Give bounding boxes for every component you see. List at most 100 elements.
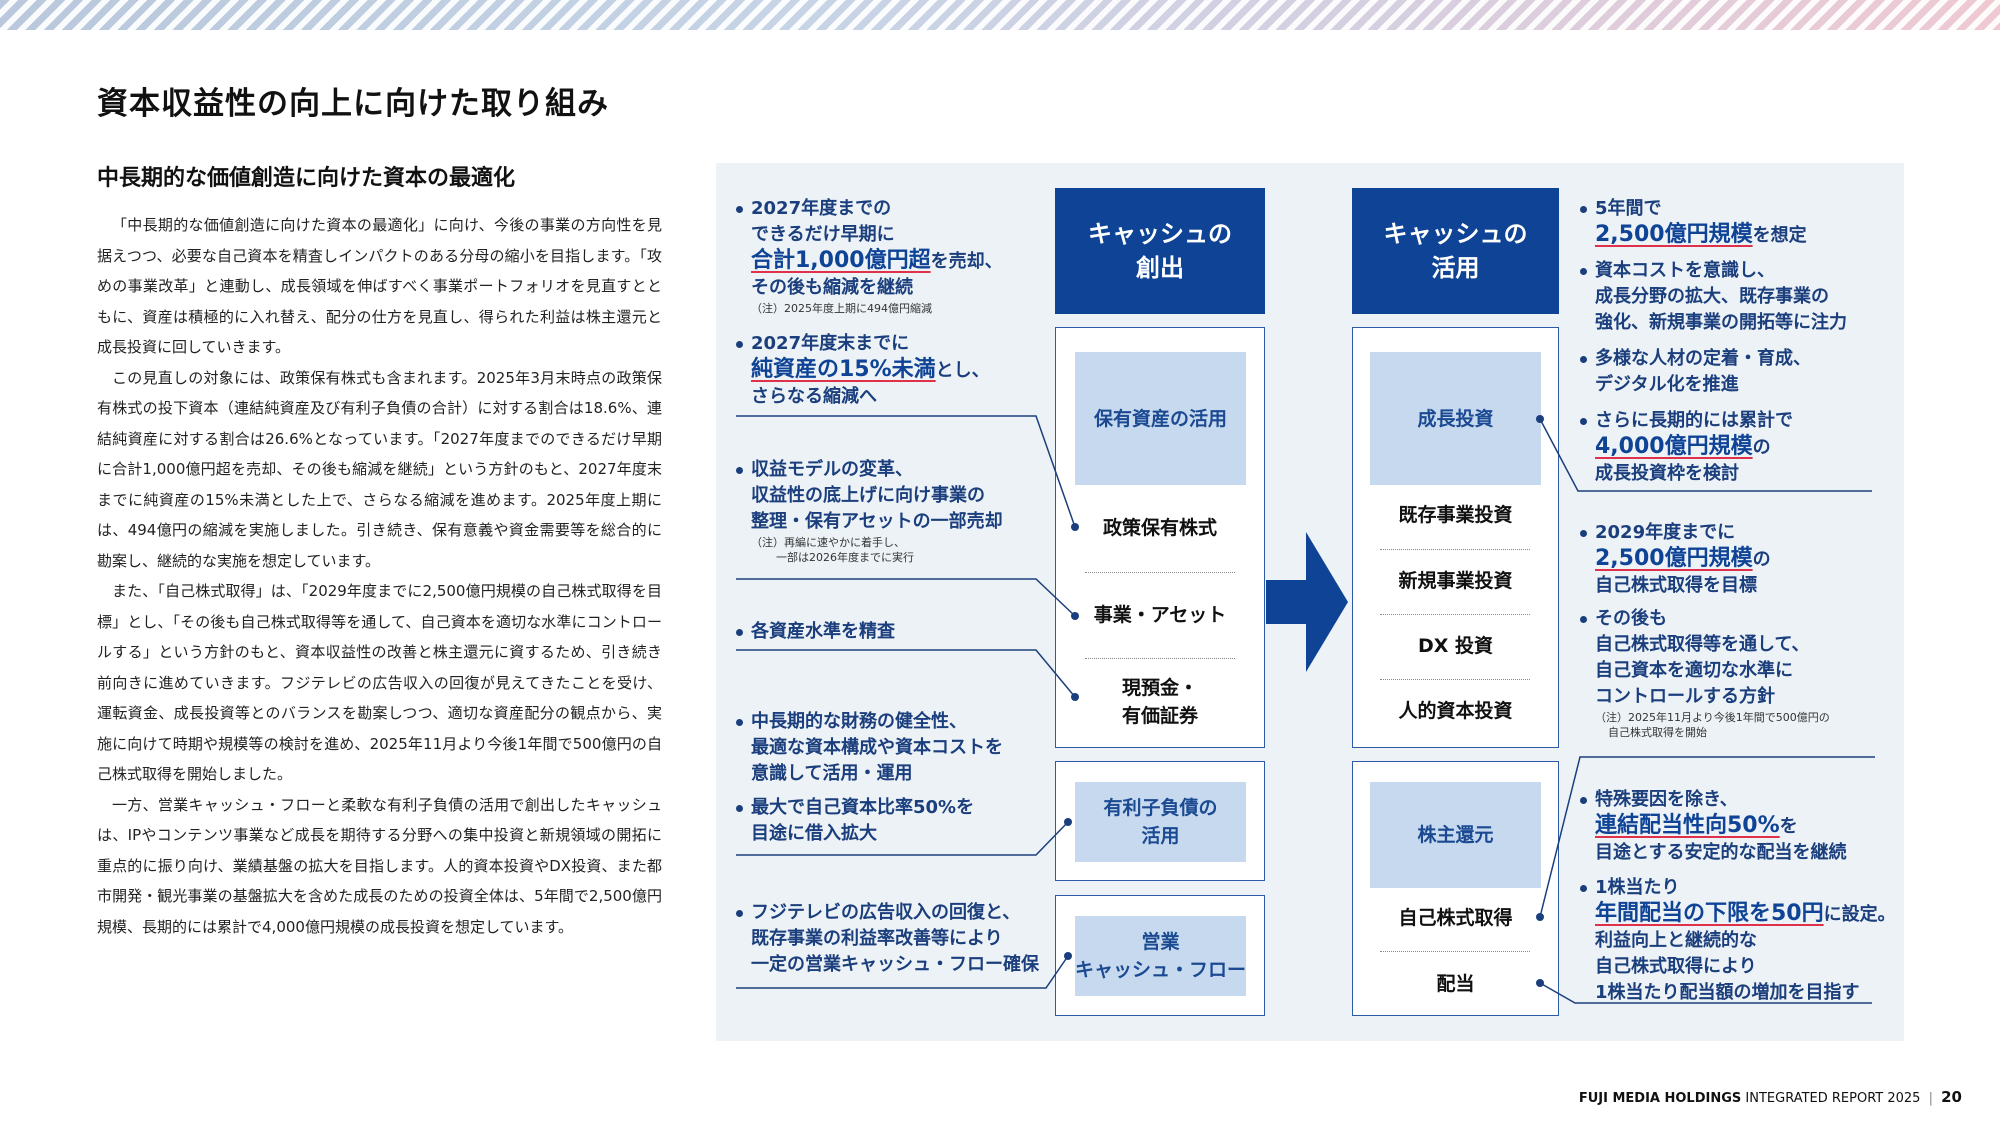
bullet-icon	[1580, 884, 1587, 892]
note-text: 利益向上と継続的な	[1595, 930, 1757, 951]
footer-separator: |	[1928, 1091, 1933, 1106]
right-note-1: 5年間で 2,500億円規模を想定	[1580, 196, 1890, 249]
note-text: の	[1752, 549, 1771, 570]
left-note-1: 2027年度までの できるだけ早期に 合計1,000億円超を売却、 その後も縮減…	[736, 196, 1036, 316]
note-text: コントロールする方針	[1595, 686, 1775, 707]
note-text: 多様な人材の定着・育成、	[1595, 348, 1811, 369]
arrow-right-icon	[1266, 532, 1348, 672]
dotted-divider	[1380, 614, 1530, 615]
right-note-2: 資本コストを意識し、 成長分野の拡大、既存事業の 強化、新規事業の開拓等に注力	[1580, 258, 1890, 336]
group-item: 配当	[1436, 973, 1475, 995]
note-text: 最適な資本構成や資本コストを	[751, 737, 1003, 758]
header-cash-usage: キャッシュの 活用	[1352, 188, 1559, 314]
left-note-2: 2027年度末までに 純資産の15%未満とし、 さらなる縮減へ	[736, 331, 1036, 410]
page-number: 20	[1941, 1088, 1962, 1106]
emphasis-value: 2,500億円規模	[1595, 222, 1753, 247]
dotted-divider	[1380, 679, 1530, 680]
bullet-icon	[1580, 267, 1587, 275]
report-name: INTEGRATED REPORT 2025	[1745, 1091, 1921, 1106]
note-text: 一定の営業キャッシュ・フロー確保	[751, 954, 1039, 975]
right-note-4: さらに長期的には累計で 4,000億円規模の 成長投資枠を検討	[1580, 408, 1890, 487]
bullet-icon	[736, 466, 743, 474]
bullet-icon	[736, 804, 743, 812]
note-text: 1株当たり配当額の増加を目指す	[1595, 982, 1860, 1003]
note-text: 資本コストを意識し、	[1595, 260, 1775, 281]
note-text: 成長投資枠を検討	[1595, 463, 1739, 484]
note-text: 自己株式取得を目標	[1595, 575, 1757, 596]
dotted-divider	[1380, 549, 1530, 550]
note-text: を	[1779, 816, 1798, 837]
bullet-icon	[736, 340, 743, 348]
emphasis-value: 連結配当性向50%	[1595, 813, 1780, 838]
note-text: 2027年度末までに	[751, 333, 910, 354]
group-item: DX 投資	[1417, 635, 1494, 657]
group-item: 人的資本投資	[1398, 700, 1513, 722]
note-text: とし、	[935, 360, 990, 381]
emphasis-value: 年間配当の下限を50円	[1595, 901, 1824, 926]
shareholder-return-label: 株主還元	[1370, 782, 1541, 888]
paragraph: 一方、営業キャッシュ・フローと柔軟な有利子負債の活用で創出したキャッシュは、IP…	[97, 795, 662, 936]
left-note-5: 中長期的な財務の健全性、 最適な資本構成や資本コストを 意識して活用・運用	[736, 709, 1046, 787]
debt-utilization-label: 有利子負債の 活用	[1075, 782, 1246, 862]
right-note-3: 多様な人材の定着・育成、 デジタル化を推進	[1580, 346, 1890, 398]
note-text: 5年間で	[1595, 198, 1662, 219]
left-note-7: フジテレビの広告収入の回復と、 既存事業の利益率改善等により 一定の営業キャッシ…	[736, 900, 1056, 978]
note-text: 目途に借入拡大	[751, 823, 877, 844]
bullet-icon	[1580, 796, 1587, 804]
bullet-icon	[736, 205, 743, 213]
note-text: 収益性の底上げに向け事業の	[751, 485, 985, 506]
note-text: さらに長期的には累計で	[1595, 410, 1793, 431]
note-text: 自己株式取得等を通して、	[1595, 634, 1810, 655]
note-text: 既存事業の利益率改善等により	[751, 928, 1003, 949]
note-text: の	[1752, 437, 1771, 458]
note-text: 2029年度までに	[1595, 522, 1736, 543]
dotted-divider	[1380, 951, 1530, 952]
note-text: 強化、新規事業の開拓等に注力	[1595, 312, 1847, 333]
header-cash-creation: キャッシュの 創出	[1055, 188, 1265, 314]
bullet-icon	[1580, 615, 1587, 623]
note-text: を売却、	[930, 251, 1003, 272]
note-text: 1株当たり	[1595, 877, 1680, 898]
footnote: 一部は2026年度までに実行	[776, 551, 914, 564]
note-text: さらなる縮減へ	[751, 386, 877, 407]
note-text: 意識して活用・運用	[751, 763, 913, 784]
right-note-7: 特殊要因を除き、 連結配当性向50%を 目途とする安定的な配当を継続	[1580, 787, 1900, 866]
dotted-divider	[1085, 572, 1235, 573]
note-text: その後も縮減を継続	[751, 277, 913, 298]
right-note-8: 1株当たり 年間配当の下限を50円に設定。 利益向上と継続的な 自己株式取得によ…	[1580, 875, 1910, 1006]
note-text: 2027年度までの	[751, 198, 892, 219]
note-text: に設定。	[1823, 904, 1896, 925]
section-subtitle: 中長期的な価値創造に向けた資本の最適化	[97, 166, 516, 191]
bullet-icon	[1580, 417, 1587, 425]
company-name: FUJI MEDIA HOLDINGS	[1578, 1091, 1742, 1106]
right-note-6: その後も 自己株式取得等を通して、 自己資本を適切な水準に コントロールする方針…	[1580, 606, 1900, 740]
footnote: （注）2025年度上期に494億円縮減	[751, 302, 932, 315]
group-item: 政策保有株式	[1102, 517, 1217, 539]
note-text: できるだけ早期に	[751, 224, 895, 245]
emphasis-value: 2,500億円規模	[1595, 546, 1753, 571]
note-text: デジタル化を推進	[1595, 374, 1739, 395]
asset-utilization-label: 保有資産の活用	[1075, 352, 1246, 485]
paragraph: また、「自己株式取得」は、「2029年度までに2,500億円規模の自己株式取得を…	[97, 582, 662, 783]
bullet-icon	[736, 718, 743, 726]
bullet-icon	[1580, 205, 1587, 213]
note-text: 整理・保有アセットの一部売却	[751, 511, 1003, 532]
group-item: 現預金・ 有価証券	[1121, 677, 1198, 727]
page-title: 資本収益性の向上に向けた取り組み	[97, 86, 609, 122]
note-text: を想定	[1752, 225, 1807, 246]
footnote: （注）再編に速やかに着手し、	[751, 536, 905, 549]
group-item: 自己株式取得	[1398, 907, 1513, 929]
paragraph: この見直しの対象には、政策保有株式も含まれます。2025年3月末時点の政策保有株…	[97, 368, 662, 570]
group-item: 新規事業投資	[1398, 570, 1513, 592]
note-text: フジテレビの広告収入の回復と、	[751, 902, 1021, 923]
note-text: 自己資本を適切な水準に	[1595, 660, 1793, 681]
growth-investment-label: 成長投資	[1370, 352, 1541, 485]
paragraph: 「中長期的な価値創造に向けた資本の最適化」に向け、今後の事業の方向性を見据えつつ…	[97, 216, 662, 356]
dotted-divider	[1085, 658, 1235, 659]
note-text: 各資産水準を精査	[751, 621, 895, 642]
bullet-icon	[736, 909, 743, 917]
group-item: 事業・アセット	[1093, 604, 1227, 626]
page-footer: FUJI MEDIA HOLDINGS INTEGRATED REPORT 20…	[1579, 1088, 1962, 1106]
left-note-4: 各資産水準を精査	[736, 619, 1036, 645]
bullet-icon	[1580, 529, 1587, 537]
